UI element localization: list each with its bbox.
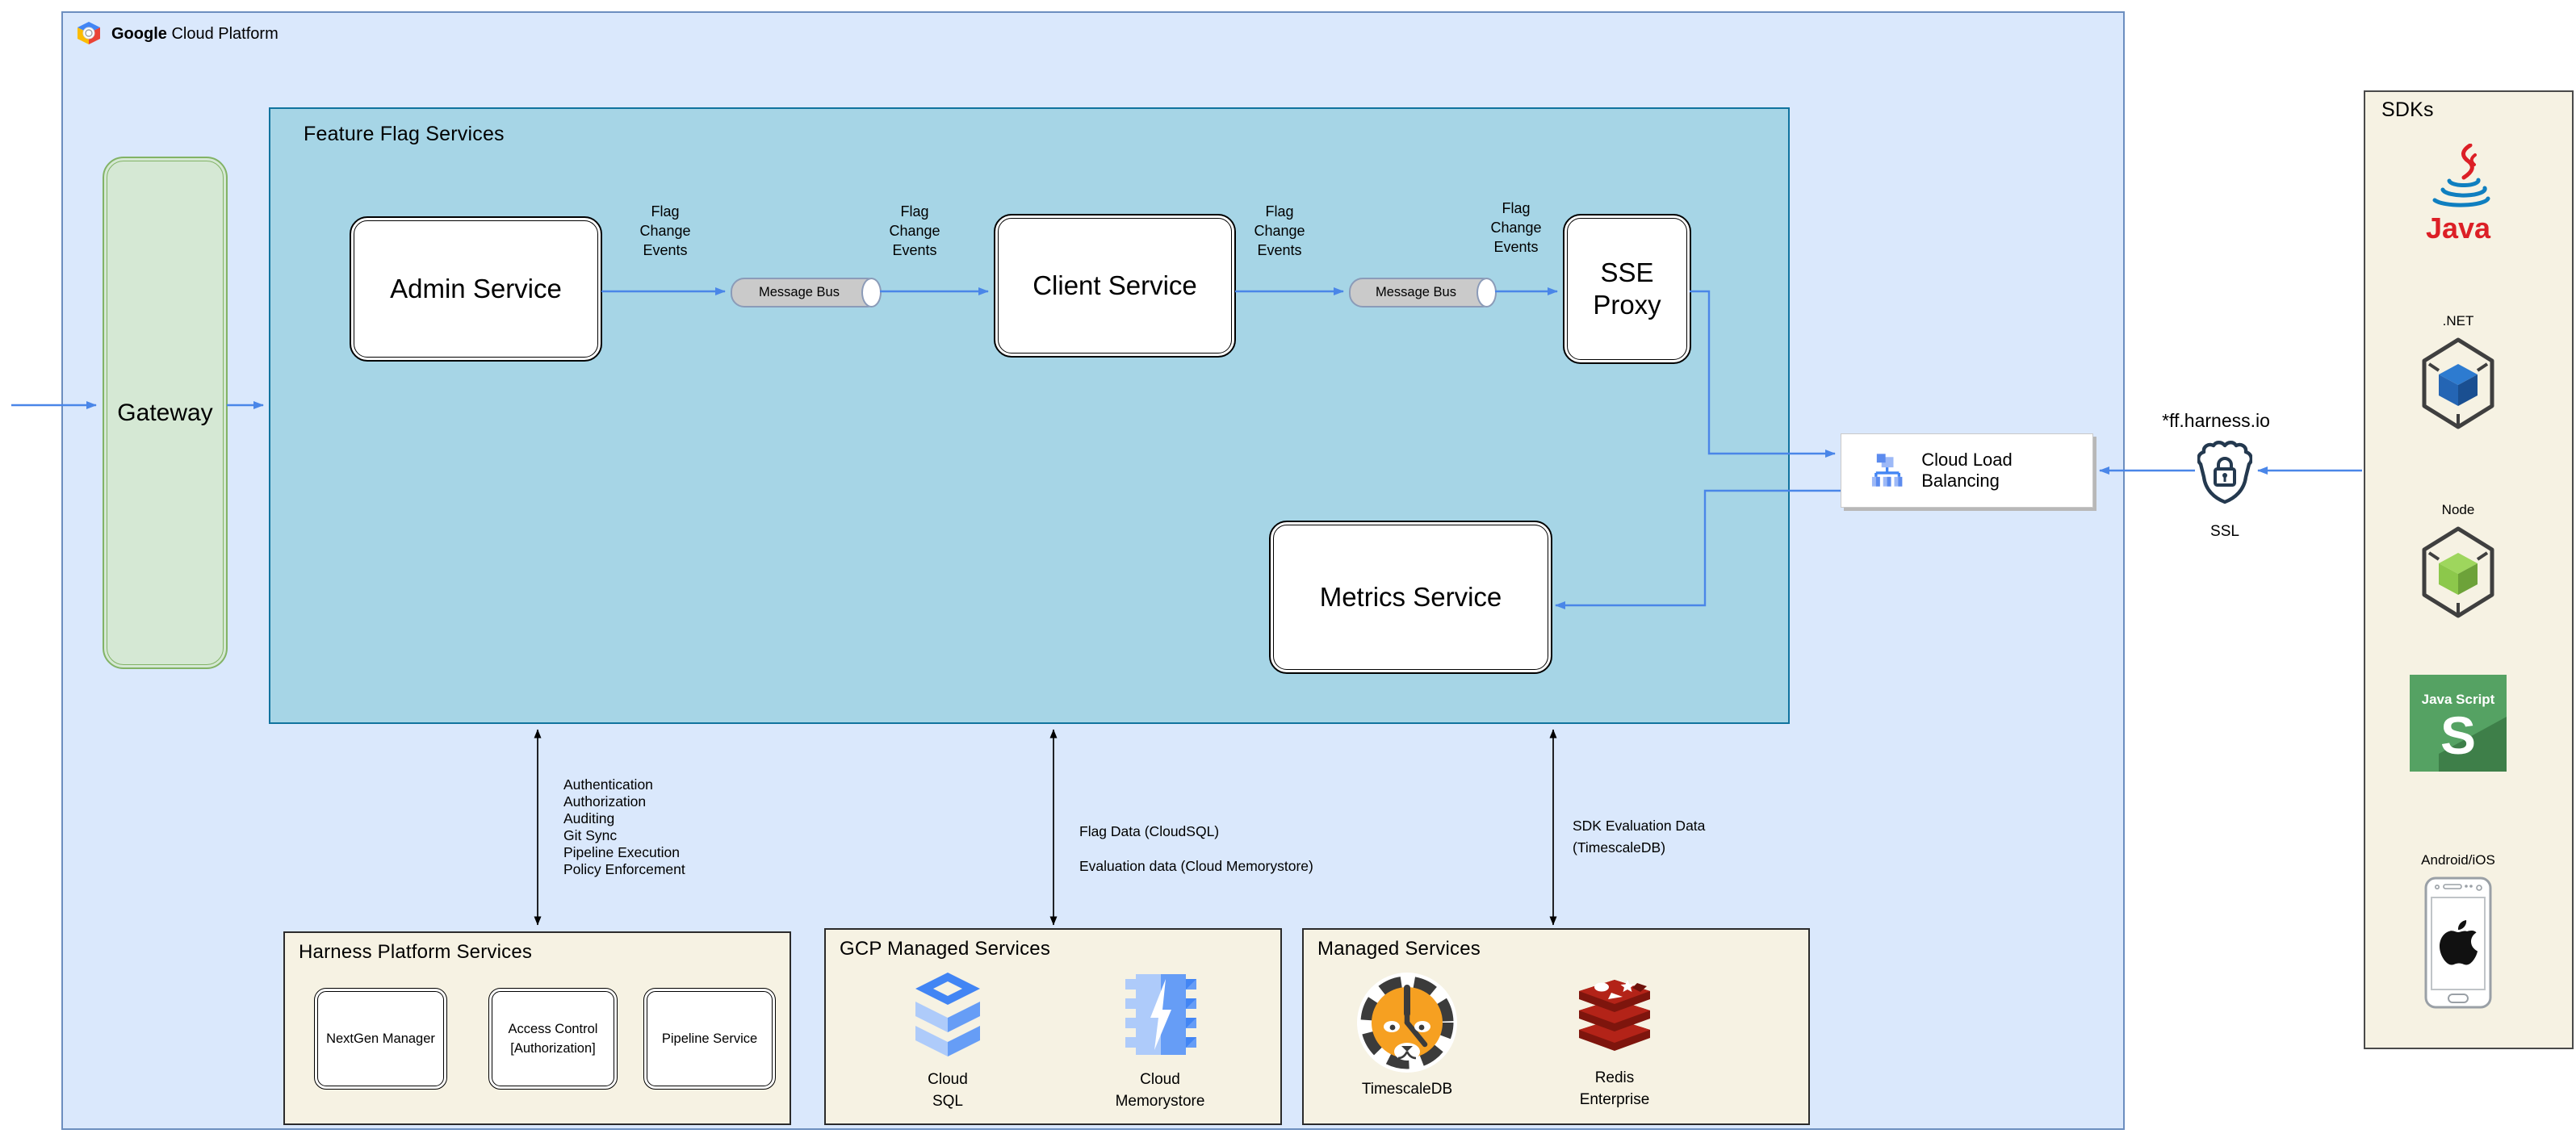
cloud-load-balancing-label: Cloud Load Balancing	[1921, 450, 2013, 491]
cylinder-cap	[861, 278, 882, 308]
feature-flag-services-title: Feature Flag Services	[304, 123, 505, 145]
cloud-sql-icon	[915, 973, 980, 1056]
gateway-label: Gateway	[117, 399, 213, 426]
access-control-label: Access Control[Authorization]	[508, 1022, 598, 1056]
client-service-node: Client Service	[994, 214, 1236, 358]
javascript-icon: Java Script S	[2410, 675, 2507, 772]
java-label: Java	[2425, 211, 2491, 245]
node-cube-icon	[2422, 526, 2494, 618]
nextgen-manager-node: NextGen Manager	[314, 988, 447, 1090]
redis-icon	[1579, 980, 1650, 1051]
timescaledb-icon	[1357, 973, 1457, 1073]
gateway-node: Gateway	[103, 157, 228, 669]
metrics-service-label: Metrics Service	[1319, 582, 1502, 612]
gcp-managed-services-group	[824, 928, 1282, 1125]
android-ios-phone-icon	[2424, 877, 2492, 1009]
message-bus-2: Message Bus	[1349, 278, 1497, 308]
android-ios-label: Android/iOS	[2421, 852, 2495, 868]
ssl-label: SSL	[2210, 523, 2239, 540]
java-icon	[2432, 144, 2490, 207]
cloud-memorystore-icon	[1125, 974, 1196, 1055]
gcp-brand-rest: Cloud Platform	[171, 25, 279, 43]
message-bus-2-label: Message Bus	[1376, 285, 1456, 299]
message-bus-1: Message Bus	[731, 278, 882, 308]
gcp-managed-services-title: GCP Managed Services	[840, 938, 1051, 960]
cylinder-cap	[1476, 278, 1497, 308]
metrics-service-node: Metrics Service	[1269, 521, 1552, 674]
node-label: Node	[2441, 502, 2475, 517]
harness-io-label: *ff.harness.io	[2162, 410, 2270, 431]
sdks-title: SDKs	[2381, 98, 2434, 121]
gcp-header-title: Google Cloud Platform	[111, 25, 279, 44]
evaluation-data-label: Evaluation data (Cloud Memorystore)	[1079, 858, 1313, 874]
javascript-s-glyph: S	[2440, 705, 2476, 765]
pipeline-service-label: Pipeline Service	[661, 1031, 758, 1046]
harness-platform-services-title: Harness Platform Services	[299, 941, 533, 963]
gcp-brand-bold: Google	[111, 25, 167, 43]
managed-services-title: Managed Services	[1317, 938, 1481, 960]
apple-icon	[2440, 920, 2478, 965]
dotnet-cube-icon	[2422, 337, 2494, 429]
sdk-evaluation-data-label: SDK Evaluation Data(TimescaleDB)	[1573, 818, 1706, 856]
ssl-shield-icon	[2197, 441, 2252, 504]
nextgen-manager-label: NextGen Manager	[326, 1031, 435, 1046]
message-bus-1-label: Message Bus	[759, 285, 840, 299]
client-service-label: Client Service	[1032, 270, 1197, 300]
google-cloud-logo-icon	[77, 22, 100, 44]
cloud-load-balancing-node: Cloud Load Balancing	[1841, 433, 2093, 508]
pipeline-service-node: Pipeline Service	[643, 988, 776, 1090]
javascript-title-text: Java Script	[2422, 692, 2495, 707]
admin-service-node: Admin Service	[350, 216, 602, 362]
timescaledb-label: TimescaleDB	[1361, 1081, 1453, 1098]
admin-service-label: Admin Service	[390, 274, 562, 303]
load-balancer-icon	[1871, 454, 1903, 487]
dotnet-label: .NET	[2442, 313, 2474, 328]
flag-data-label: Flag Data (CloudSQL)	[1079, 823, 1220, 839]
access-control-node: Access Control[Authorization]	[488, 988, 618, 1090]
